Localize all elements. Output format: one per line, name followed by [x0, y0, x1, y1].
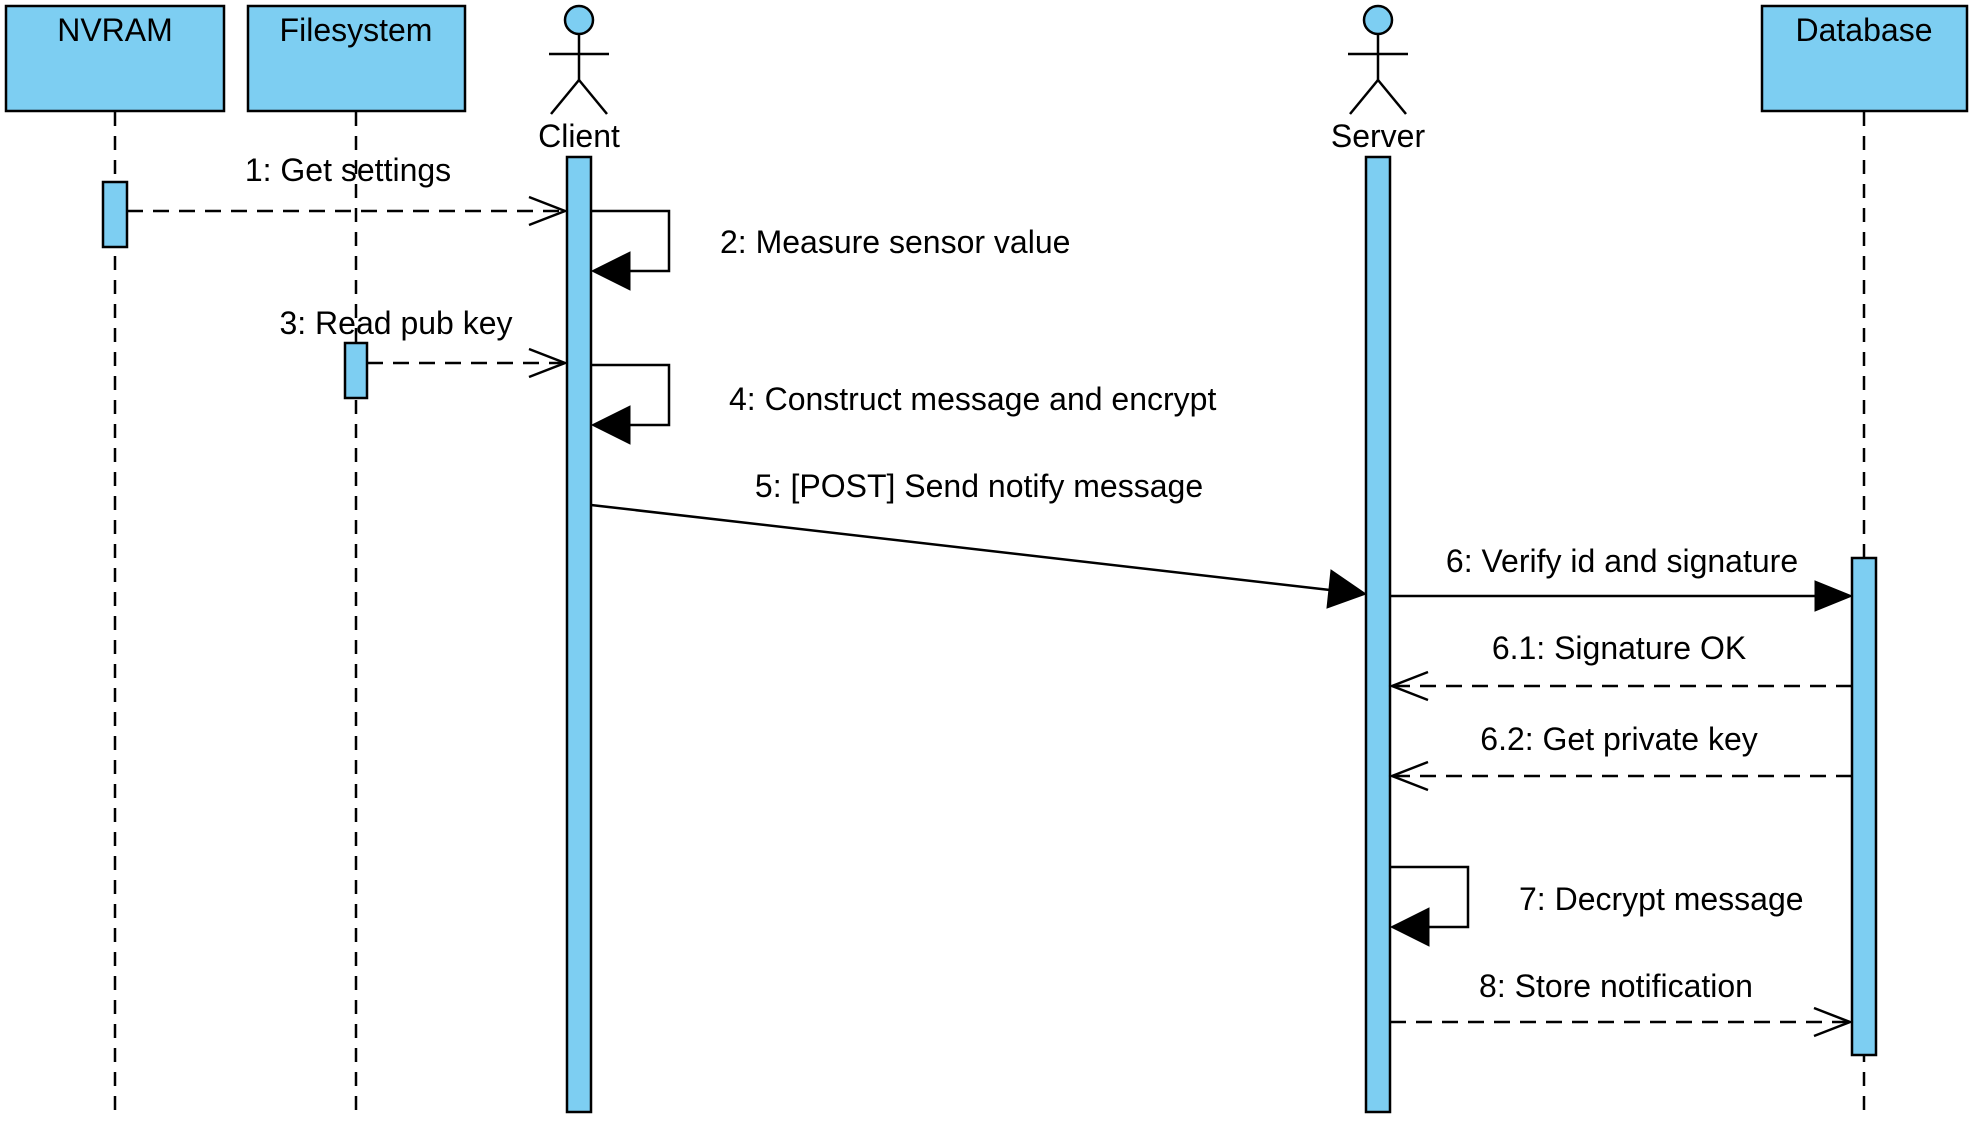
activation-database: [1850, 556, 1878, 1057]
message-5-label: 5: [POST] Send notify message: [755, 468, 1203, 504]
message-3-label: 3: Read pub key: [279, 305, 512, 341]
message-4-label: 4: Construct message and encrypt: [729, 381, 1216, 417]
filled-arrowhead: [590, 251, 631, 291]
filled-arrowhead: [1389, 907, 1430, 947]
open-arrowhead: [1813, 1006, 1854, 1038]
open-arrowhead: [1388, 760, 1429, 792]
participant-filesystem[interactable]: Filesystem: [246, 4, 467, 113]
message-6-2-label: 6.2: Get private key: [1480, 721, 1757, 757]
message-2: 2: Measure sensor value: [590, 209, 1070, 291]
message-8: 8: Store notification: [1390, 968, 1854, 1038]
message-7: 7: Decrypt message: [1389, 865, 1804, 947]
participant-database[interactable]: Database: [1760, 4, 1969, 113]
participant-nvram[interactable]: NVRAM: [4, 4, 226, 113]
filled-arrowhead: [590, 405, 631, 445]
participant-database-box: [1760, 4, 1969, 113]
message-4: 4: Construct message and encrypt: [590, 363, 1216, 445]
message-6-1-label: 6.1: Signature OK: [1492, 630, 1746, 666]
actor-icon: [549, 4, 609, 115]
message-6-2: 6.2: Get private key: [1388, 721, 1852, 792]
activation-nvram: [101, 180, 129, 249]
filled-arrowhead: [1326, 569, 1368, 609]
message-3: 3: Read pub key: [279, 305, 569, 379]
message-6: 6: Verify id and signature: [1390, 543, 1854, 612]
participant-client[interactable]: Client: [538, 4, 620, 154]
message-2-label: 2: Measure sensor value: [720, 224, 1070, 260]
message-6-1: 6.1: Signature OK: [1388, 630, 1852, 702]
message-1-label: 1: Get settings: [245, 152, 451, 188]
participant-server[interactable]: Server: [1331, 4, 1426, 154]
message-6-label: 6: Verify id and signature: [1446, 543, 1798, 579]
actor-icon: [1348, 4, 1408, 115]
message-1: 1: Get settings: [127, 152, 569, 227]
message-8-label: 8: Store notification: [1479, 968, 1753, 1004]
activation-filesystem: [343, 341, 369, 400]
open-arrowhead: [1388, 670, 1429, 702]
participant-filesystem-box: [246, 4, 467, 113]
participant-server-label: Server: [1331, 118, 1426, 154]
filled-arrowhead: [1814, 580, 1854, 612]
activation-client: [565, 155, 593, 1114]
open-arrowhead: [528, 347, 569, 379]
participant-database-label: Database: [1796, 12, 1933, 48]
message-5: 5: [POST] Send notify message: [590, 468, 1368, 609]
message-7-label: 7: Decrypt message: [1519, 881, 1804, 917]
open-arrowhead: [528, 195, 569, 227]
participant-nvram-box: [4, 4, 226, 113]
activation-server: [1364, 155, 1392, 1114]
participant-filesystem-label: Filesystem: [280, 12, 433, 48]
participant-nvram-label: NVRAM: [57, 12, 173, 48]
participant-client-label: Client: [538, 118, 620, 154]
